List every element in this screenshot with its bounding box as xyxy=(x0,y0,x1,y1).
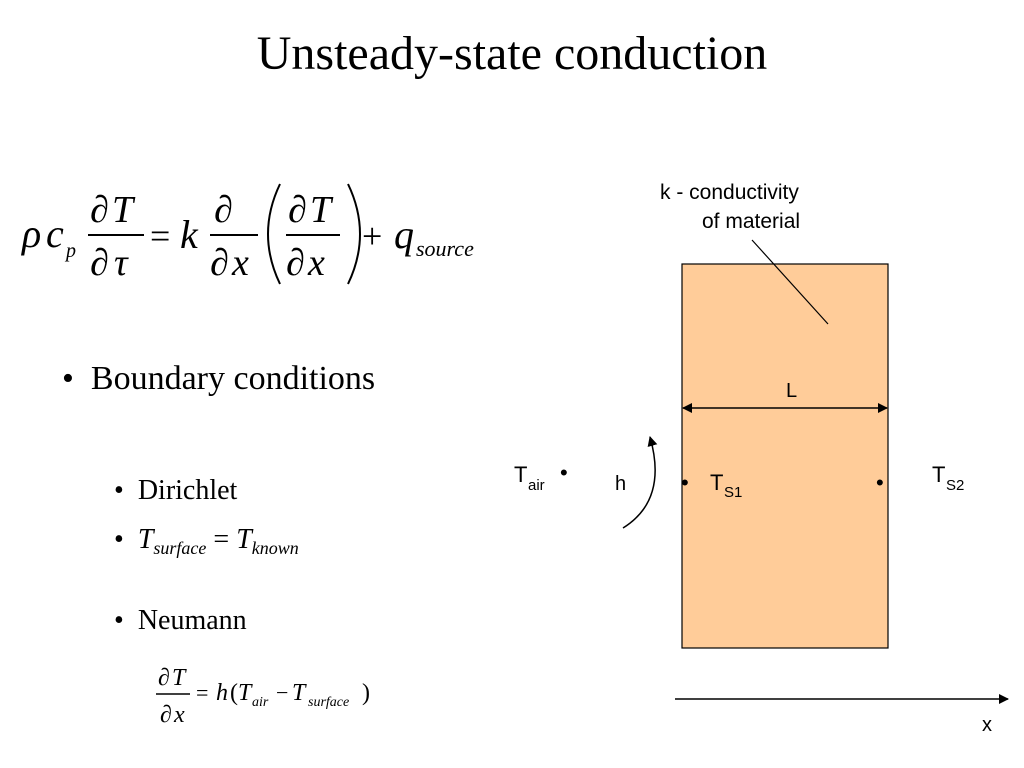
eq-frac1-num-T: T xyxy=(112,189,136,231)
eq-c: c xyxy=(46,211,64,256)
eq-q: q xyxy=(394,212,414,257)
bullet-dirichlet-equation: • Tsurface = Tknown xyxy=(114,524,299,559)
t-s1-T: T xyxy=(710,470,723,495)
t-air-T: T xyxy=(514,462,527,487)
neu-num-partial: ∂ xyxy=(158,665,170,691)
neu-den-x: x xyxy=(173,702,185,728)
convection-h-label: h xyxy=(615,473,626,495)
tsurface-T: T xyxy=(137,524,154,555)
neu-surface-sub: surface xyxy=(308,695,349,710)
thickness-label: L xyxy=(786,380,797,402)
eq-frac3-den-x: x xyxy=(307,242,325,284)
eq-frac3-num-T: T xyxy=(310,189,334,231)
tsurface-subscript: surface xyxy=(153,538,207,558)
neu-minus: − xyxy=(276,680,288,705)
eq-frac1-den-partial: ∂ xyxy=(90,242,109,284)
bullet-dot: • xyxy=(114,524,124,555)
eq-frac1-den-tau: τ xyxy=(114,242,129,284)
neu-den-partial: ∂ xyxy=(160,702,172,728)
equals-sign: = xyxy=(213,524,230,555)
bullet-label: Dirichlet xyxy=(137,475,238,506)
tknown-subscript: known xyxy=(251,538,299,558)
slide-title: Unsteady-state conduction xyxy=(256,27,768,80)
slab xyxy=(681,263,889,649)
neu-h: h xyxy=(216,680,228,706)
eq-right-paren xyxy=(347,183,361,285)
t-s2-subscript: S2 xyxy=(946,477,964,494)
eq-equals: = xyxy=(150,216,170,256)
eq-rho: ρ xyxy=(20,211,41,256)
bullet-dot: • xyxy=(114,475,124,506)
bullet-label: Boundary conditions xyxy=(90,360,376,397)
note-leader-line xyxy=(751,239,829,325)
t-s1-subscript: S1 xyxy=(724,484,742,501)
bullet-dirichlet: • Dirichlet xyxy=(114,475,237,507)
eq-frac3-den-partial: ∂ xyxy=(286,242,305,284)
t-s1-dot: • xyxy=(681,470,689,495)
eq-frac2-num-partial: ∂ xyxy=(214,189,233,231)
tknown-T: T xyxy=(236,524,252,555)
note-line-1: k - conductivity xyxy=(660,181,799,204)
bullet-dot: • xyxy=(62,360,74,397)
note-line-2: of material xyxy=(702,210,801,234)
x-axis-label: x xyxy=(982,714,992,736)
eq-frac2-den-x: x xyxy=(231,242,249,284)
eq-p: p xyxy=(64,240,76,262)
bullet-neumann: • Neumann xyxy=(114,605,247,637)
conductivity-note: k - conductivity of material xyxy=(660,178,800,237)
eq-frac3-num-partial: ∂ xyxy=(288,189,307,231)
eq-plus: + xyxy=(362,216,382,256)
neu-equals: = xyxy=(196,680,208,705)
eq-frac2-den-partial: ∂ xyxy=(210,242,229,284)
t-s2-dot: • xyxy=(876,470,884,495)
neu-T-air: T xyxy=(238,680,253,706)
bullet-dot: • xyxy=(114,605,124,636)
t-air-dot: • xyxy=(560,460,568,485)
t-air-subscript: air xyxy=(528,477,545,494)
eq-left-paren xyxy=(267,183,281,285)
t-s2-T: T xyxy=(932,462,945,487)
neu-close-paren: ) xyxy=(362,680,370,706)
eq-k: k xyxy=(180,212,199,257)
eq-source: source xyxy=(416,236,474,261)
neu-air-sub: air xyxy=(252,695,269,710)
heat-equation: ρ c p ∂ T ∂ τ = k ∂ ∂ x ∂ T ∂ x + q sour… xyxy=(20,183,474,285)
neu-num-T: T xyxy=(172,665,187,691)
neu-open-paren: ( xyxy=(230,680,238,706)
neumann-equation: ∂ T ∂ x = h ( T air − T surface ) xyxy=(156,665,370,728)
bullet-label: Neumann xyxy=(137,605,247,636)
convection-arrow xyxy=(622,436,658,529)
neu-T-surface: T xyxy=(292,680,307,706)
bullet-boundary-conditions: • Boundary conditions xyxy=(62,360,375,398)
eq-frac1-num-partial: ∂ xyxy=(90,189,109,231)
